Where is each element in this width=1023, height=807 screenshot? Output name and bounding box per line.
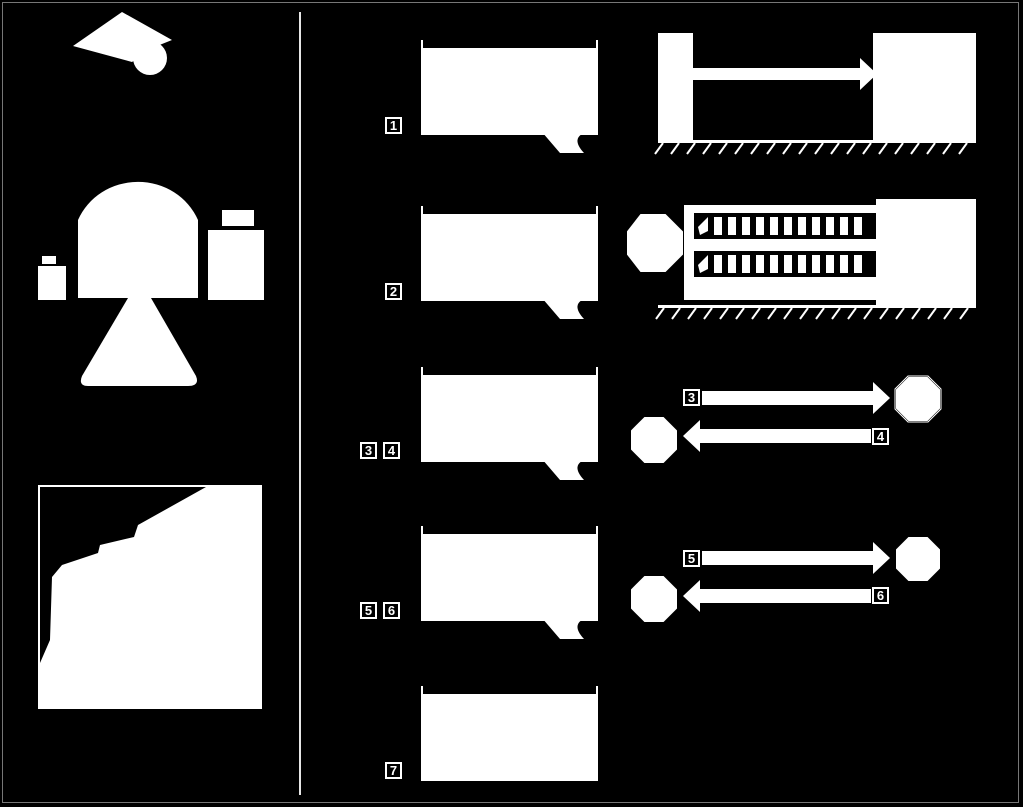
arrow-badge: 6 bbox=[872, 587, 889, 604]
octagon-icon bbox=[894, 375, 942, 423]
step-panel bbox=[421, 534, 598, 621]
octagon-icon bbox=[629, 574, 679, 624]
right-arrow-icon bbox=[702, 382, 890, 414]
panel-tick bbox=[596, 40, 598, 48]
step-panel bbox=[421, 214, 598, 301]
panel-tick bbox=[596, 367, 598, 375]
step-badge: 1 bbox=[385, 117, 402, 134]
step-badge: 2 bbox=[385, 283, 402, 300]
panel-tick bbox=[421, 526, 423, 534]
panel-tick bbox=[596, 526, 598, 534]
left-arrow-icon bbox=[683, 420, 871, 452]
step-panel bbox=[421, 48, 598, 135]
panel-tick bbox=[421, 206, 423, 214]
step-badge: 3 bbox=[360, 442, 377, 459]
panel-tick bbox=[421, 686, 423, 694]
panel-tick bbox=[596, 686, 598, 694]
right-arrow-icon bbox=[702, 542, 890, 574]
step-panel bbox=[421, 694, 598, 781]
step-badge: 5 bbox=[360, 602, 377, 619]
vertical-divider bbox=[299, 12, 301, 795]
left-arrow-icon bbox=[683, 580, 871, 612]
octagon-icon bbox=[894, 535, 942, 583]
panel-tail bbox=[542, 618, 586, 639]
panel-tick bbox=[421, 40, 423, 48]
arrow-badge: 3 bbox=[683, 389, 700, 406]
step-badge: 4 bbox=[383, 442, 400, 459]
step-badge: 7 bbox=[385, 762, 402, 779]
arrow-badge: 4 bbox=[872, 428, 889, 445]
panel-tail bbox=[542, 298, 586, 319]
spring-chamber-illustration bbox=[625, 199, 976, 320]
scale-weights-icon bbox=[38, 181, 264, 386]
step-panel bbox=[421, 375, 598, 462]
panel-tick bbox=[421, 367, 423, 375]
step-badge: 6 bbox=[383, 602, 400, 619]
piston-extend-illustration bbox=[654, 33, 976, 155]
octagon-icon bbox=[629, 415, 679, 465]
panel-tail bbox=[542, 132, 586, 153]
panel-tail bbox=[542, 459, 586, 480]
graph-card-icon bbox=[38, 485, 262, 709]
cheese-wedge-icon bbox=[73, 12, 172, 75]
panel-tick bbox=[596, 206, 598, 214]
arrow-badge: 5 bbox=[683, 550, 700, 567]
